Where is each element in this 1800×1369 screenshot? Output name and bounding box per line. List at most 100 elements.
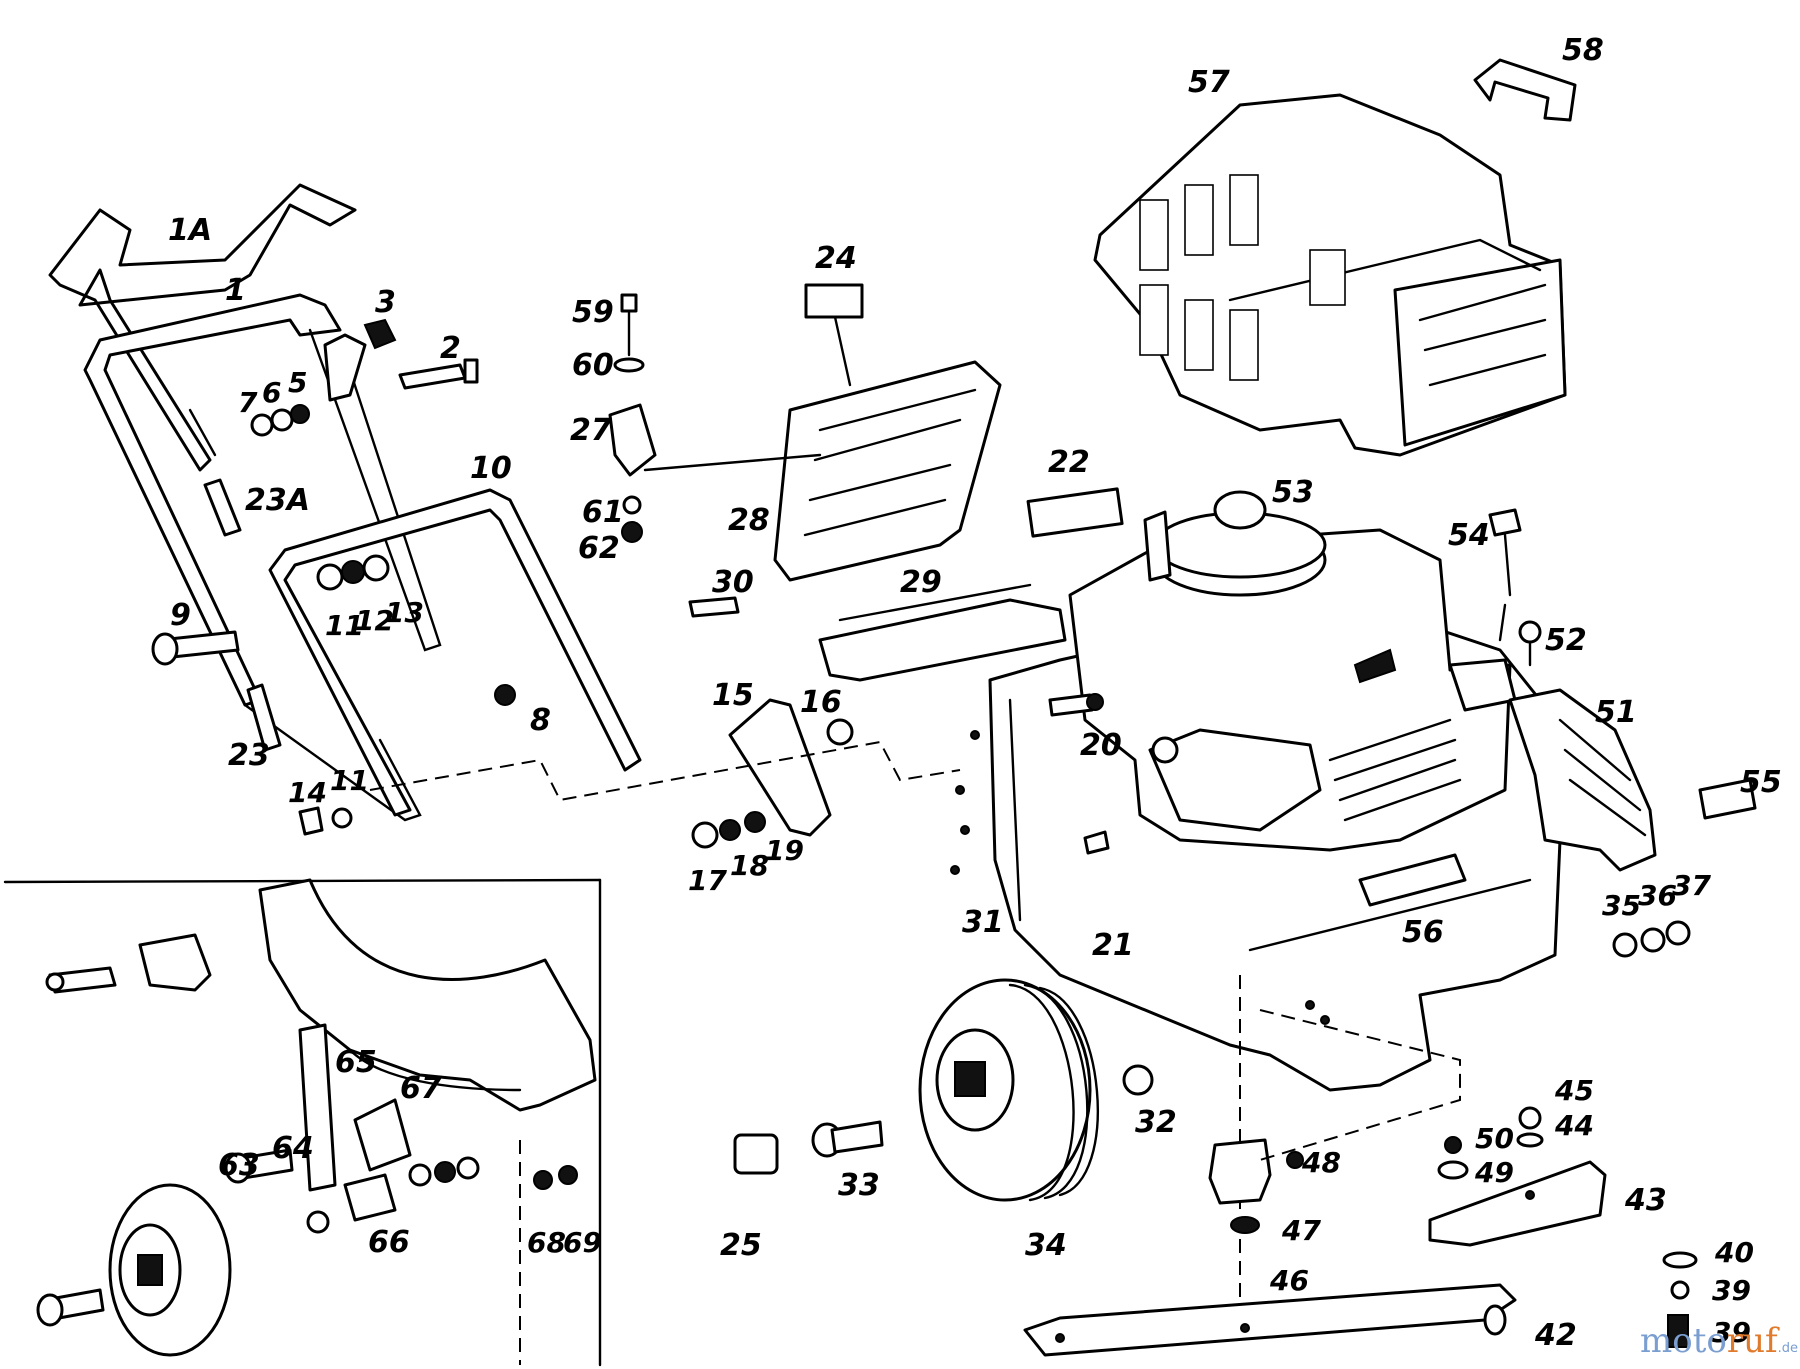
label-7: 7	[238, 386, 258, 419]
label-55: 55	[1740, 765, 1782, 800]
label-25: 25	[720, 1228, 762, 1263]
label-43: 43	[1624, 1183, 1667, 1218]
watermark: motoruf.de	[1640, 1321, 1798, 1361]
handle-grip-58	[1473, 58, 1577, 122]
label-36: 36	[1638, 879, 1677, 912]
label-49: 49	[1474, 1156, 1514, 1189]
label-61: 61	[582, 495, 624, 530]
label-22: 22	[1048, 445, 1090, 480]
label-31: 31	[962, 905, 1004, 940]
label-37: 37	[1672, 869, 1711, 902]
label-1: 1	[225, 273, 246, 308]
label-8: 8	[530, 703, 551, 738]
engine-53	[1068, 490, 1517, 852]
label-59: 59	[572, 295, 614, 330]
label-53: 53	[1272, 475, 1314, 510]
axle-bolt-33	[811, 1120, 884, 1158]
label-23A: 23A	[245, 483, 310, 518]
label-34: 34	[1025, 1228, 1067, 1263]
blade-42	[1023, 1283, 1517, 1357]
label-19: 19	[765, 834, 804, 867]
label-35: 35	[1602, 889, 1641, 922]
label-52: 52	[1545, 623, 1587, 658]
label-45: 45	[1554, 1074, 1594, 1107]
rear-flap-28	[773, 360, 1002, 582]
label-68: 68	[527, 1226, 566, 1259]
label-44: 44	[1554, 1109, 1594, 1142]
label-50: 50	[1475, 1122, 1514, 1155]
label-9: 9	[170, 598, 191, 633]
nuts-44-50	[1437, 1106, 1698, 1348]
label-24	[804, 283, 864, 319]
washers-35-37	[1612, 920, 1691, 958]
label-24: 24	[815, 241, 857, 276]
label-47: 47	[1281, 1214, 1321, 1247]
label-56: 56	[1402, 915, 1444, 950]
label-2: 2	[440, 331, 461, 366]
label-14: 14	[288, 776, 327, 809]
middle-handle-1	[83, 293, 442, 822]
bolt-52	[1518, 620, 1542, 667]
label-39b: 39	[1712, 1316, 1751, 1349]
label-32: 32	[1135, 1105, 1177, 1140]
label-28: 28	[728, 503, 770, 538]
cap-25	[733, 1133, 779, 1175]
label-57: 57	[1188, 65, 1230, 100]
lower-handle-10	[268, 488, 642, 817]
label-58: 58	[1562, 33, 1604, 68]
label-22	[1026, 487, 1124, 538]
label-29: 29	[900, 565, 942, 600]
label-13: 13	[385, 596, 424, 629]
watermark-part1: moto	[1640, 1321, 1727, 1361]
label-65: 65	[335, 1045, 377, 1080]
label-16: 16	[800, 685, 842, 720]
label-67: 67	[400, 1071, 442, 1106]
label-27: 27	[570, 413, 612, 448]
blade-adapter-47	[1208, 1138, 1304, 1234]
inset-detail	[3, 878, 602, 1367]
label-39a: 39	[1712, 1274, 1751, 1307]
bolt-20	[1048, 693, 1104, 717]
label-21: 21	[1092, 928, 1134, 963]
label-10: 10	[470, 451, 512, 486]
label-66: 66	[368, 1225, 410, 1260]
clamp-15	[691, 698, 854, 849]
label-20: 20	[1080, 728, 1122, 763]
label-1A: 1A	[168, 213, 212, 248]
label-69: 69	[563, 1226, 602, 1259]
grass-catcher-57	[1093, 93, 1567, 457]
label-30: 30	[712, 565, 754, 600]
label-23: 23	[228, 738, 270, 773]
label-62: 62	[578, 531, 620, 566]
label-60: 60	[572, 348, 614, 383]
rear-cover-51	[1508, 688, 1657, 872]
bolt-54	[1488, 508, 1522, 597]
label-51: 51	[1595, 695, 1637, 730]
label-48: 48	[1301, 1146, 1341, 1179]
label-63: 63	[218, 1148, 260, 1183]
washer-32	[1122, 1064, 1154, 1096]
label-3: 3	[375, 285, 396, 320]
plate-43	[1428, 1160, 1607, 1247]
label-15: 15	[712, 678, 754, 713]
upper-handle-1A	[48, 183, 357, 472]
flap-spring-screw	[608, 293, 657, 543]
label-54: 54	[1448, 518, 1490, 553]
label-33: 33	[838, 1168, 880, 1203]
label-12: 12	[355, 604, 394, 637]
rear-bracket-29	[688, 583, 1067, 682]
label-17: 17	[688, 864, 727, 897]
wheel-34	[918, 978, 1099, 1202]
label-64: 64	[272, 1131, 314, 1166]
label-18: 18	[730, 849, 769, 882]
label-11a: 11	[325, 609, 364, 642]
watermark-part2: ruf	[1727, 1321, 1780, 1361]
label-5: 5	[288, 366, 307, 399]
part-labels: 1A 1 3 2 7 6 5 10 23A 11 12 13 9 8 23 14…	[168, 33, 1782, 1353]
label-40: 40	[1714, 1236, 1754, 1269]
clip-55	[1698, 778, 1757, 820]
svg-text:motoruf.de: motoruf.de	[1640, 1321, 1798, 1361]
label-46: 46	[1269, 1264, 1309, 1297]
label-42: 42	[1534, 1318, 1577, 1353]
